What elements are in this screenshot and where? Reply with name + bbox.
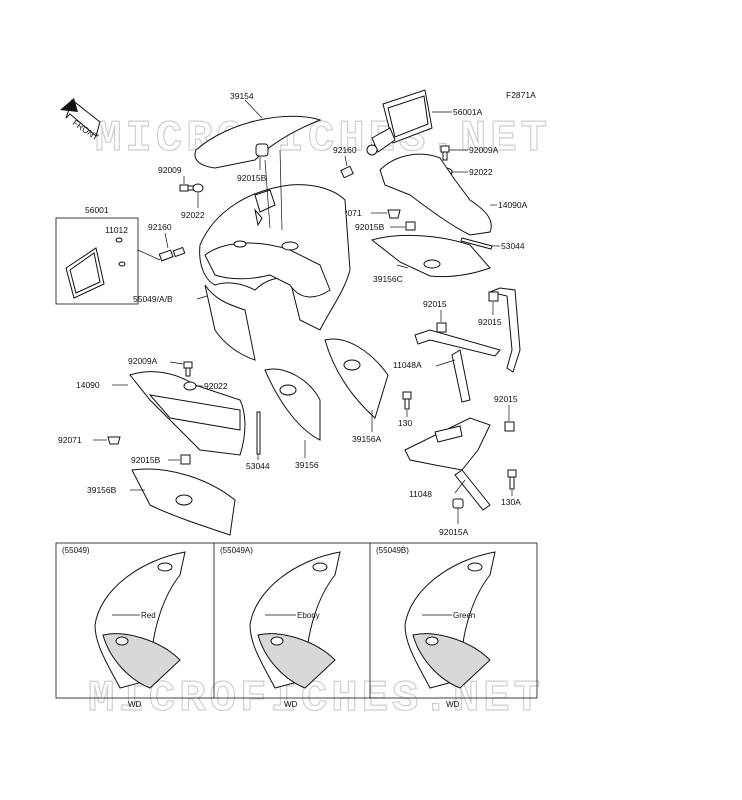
- nut-92015-b-icon: [488, 291, 499, 302]
- variant-note-2: WD: [284, 700, 298, 709]
- figure-id: F2871A: [506, 90, 536, 100]
- label-39156A: 39156A: [352, 434, 382, 444]
- nut-92015A-icon: [452, 498, 464, 509]
- variants-table: [55, 542, 538, 699]
- variant-color-2: Ebony: [297, 611, 320, 620]
- grommet-92015B-top-icon: [255, 143, 269, 157]
- label-39156C: 39156C: [373, 274, 403, 284]
- label-92160-left: 92160: [148, 222, 172, 232]
- panel-39156: [264, 368, 321, 441]
- label-11012: 11012: [105, 225, 128, 235]
- label-14090A: 14090A: [498, 200, 528, 210]
- inner-panel-14090A: [379, 153, 492, 236]
- label-130: 130: [398, 418, 412, 428]
- variant-note-1: WD: [128, 700, 142, 709]
- label-39156B: 39156B: [87, 485, 117, 495]
- label-92015-a: 92015: [423, 299, 447, 309]
- variant-55049A: (55049A) Ebony WD: [220, 546, 341, 709]
- nut-92015-c-icon: [504, 421, 515, 432]
- front-arrow-icon: FRONT: [60, 98, 101, 142]
- bolt-130A-icon: [507, 469, 517, 490]
- stay-bracket-upper: [414, 287, 521, 403]
- nut-92015B-low-icon: [180, 454, 191, 465]
- variant-color-3: Green: [453, 611, 475, 620]
- rod-53044-low: [256, 411, 261, 455]
- label-92071-low: 92071: [58, 435, 82, 445]
- panel-39156A: [324, 338, 389, 419]
- label-92015B-top: 92015B: [237, 173, 267, 183]
- variant-note-3: WD: [446, 700, 460, 709]
- label-39156: 39156: [295, 460, 319, 470]
- label-11048: 11048: [409, 489, 432, 499]
- variant-code-2: (55049A): [220, 546, 253, 555]
- label-14090: 14090: [76, 380, 100, 390]
- grommet-92160-left-icon: [158, 246, 186, 262]
- label-92071-top: 92071: [338, 208, 362, 218]
- label-55049AB: 55049/A/B: [133, 294, 173, 304]
- label-92022-top: 92022: [469, 167, 493, 177]
- label-53044-low: 53044: [246, 461, 270, 471]
- label-92009A-top: 92009A: [469, 145, 499, 155]
- label-92009: 92009: [158, 165, 182, 175]
- washer-92022-low-icon: [183, 381, 197, 391]
- clip-92071-top-icon: [387, 209, 401, 219]
- grommet-92160-top-icon: [340, 165, 354, 179]
- label-56001: 56001: [85, 205, 109, 215]
- stay-bracket-lower: [404, 417, 491, 511]
- label-92009A-low: 92009A: [128, 356, 158, 366]
- bolt-130-icon: [402, 391, 412, 410]
- variant-code-3: (55049B): [376, 546, 409, 555]
- label-92015-c: 92015: [494, 394, 518, 404]
- variant-code-1: (55049): [62, 546, 90, 555]
- label-92015-b: 92015: [478, 317, 502, 327]
- washer-92022-left-icon: [192, 183, 204, 193]
- label-53044-top: 53044: [501, 241, 525, 251]
- nut-92015B-right-icon: [405, 221, 416, 231]
- variant-55049B: (55049B) Green WD: [376, 546, 496, 709]
- variant-color-1: Red: [141, 611, 156, 620]
- bolt-92009A-top-icon: [440, 145, 450, 161]
- variant-55049: (55049) Red WD: [62, 546, 186, 709]
- label-56001A: 56001A: [453, 107, 483, 117]
- watermark-top: MICROFICHES.NET: [95, 114, 551, 164]
- label-92015A: 92015A: [439, 527, 469, 537]
- panel-39156C: [370, 234, 491, 278]
- label-92022-left: 92022: [181, 210, 205, 220]
- bolt-92009A-low-icon: [183, 361, 193, 377]
- label-92160-top: 92160: [333, 145, 357, 155]
- mirror-56001A: [366, 89, 433, 156]
- upper-cowl-55049: [199, 149, 351, 361]
- mirror-56001-group: [55, 217, 161, 305]
- clip-92071-low-icon: [107, 436, 121, 445]
- label-92015B-low: 92015B: [131, 455, 161, 465]
- windshield-39154: [194, 115, 322, 169]
- label-11048A: 11048A: [393, 360, 422, 370]
- nut-92015-a-icon: [436, 322, 447, 333]
- rod-53044-top-icon: [460, 237, 493, 250]
- label-92022-low: 92022: [204, 381, 228, 391]
- label-39154: 39154: [230, 91, 254, 101]
- label-130A: 130A: [501, 497, 521, 507]
- label-92015B-right: 92015B: [355, 222, 385, 232]
